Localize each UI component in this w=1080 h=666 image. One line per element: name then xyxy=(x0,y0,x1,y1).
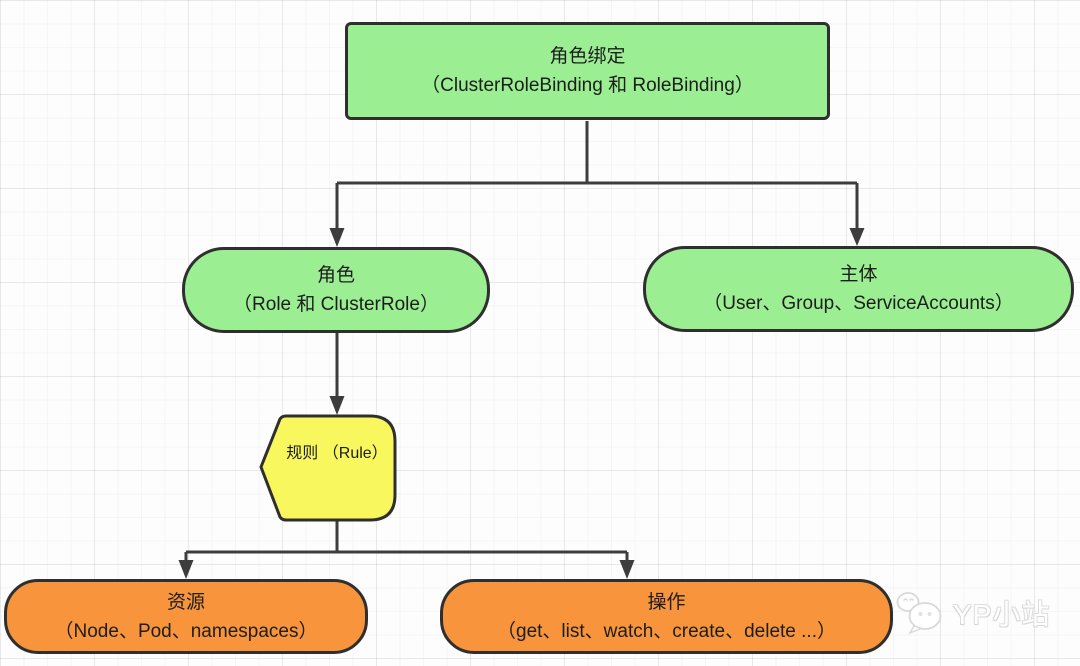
node-operation-title: 操作 xyxy=(647,591,686,613)
watermark: YP小站 xyxy=(896,591,1050,635)
rule-shape xyxy=(259,414,397,522)
arrowhead-resource xyxy=(178,560,194,579)
watermark-text: YP小站 xyxy=(953,599,1051,630)
node-operation-subtitle: （get、list、watch、create、delete ...） xyxy=(497,620,836,642)
node-resource-subtitle: （Node、Pod、namespaces） xyxy=(54,620,318,642)
node-role-binding-title: 角色绑定 xyxy=(549,46,626,67)
node-operation: 操作 （get、list、watch、create、delete ...） xyxy=(440,579,893,654)
node-role-title: 角色 xyxy=(316,265,355,286)
node-role: 角色 （Role 和 ClusterRole） xyxy=(182,247,490,333)
node-rule-subtitle: （Rule） xyxy=(322,445,388,462)
node-subject: 主体 （User、Group、ServiceAccounts） xyxy=(643,246,1074,332)
node-subject-subtitle: （User、Group、ServiceAccounts） xyxy=(703,293,1014,314)
node-subject-title: 主体 xyxy=(839,264,878,285)
node-role-binding: 角色绑定 （ClusterRoleBinding 和 RoleBinding） xyxy=(345,22,830,120)
arrowhead-role xyxy=(329,228,345,247)
node-role-subtitle: （Role 和 ClusterRole） xyxy=(233,294,439,315)
arrowhead-subject xyxy=(849,228,865,246)
node-role-binding-subtitle: （ClusterRoleBinding 和 RoleBinding） xyxy=(421,75,754,96)
edge-lines xyxy=(184,121,859,562)
edge-arrowheads xyxy=(178,228,865,579)
node-rule-title: 规则 xyxy=(286,445,319,462)
node-rule-label: 规则 （Rule） xyxy=(262,440,412,467)
node-resource: 资源 （Node、Pod、namespaces） xyxy=(4,579,368,654)
arrowhead-operation xyxy=(619,560,635,579)
wechat-icon xyxy=(896,592,942,635)
arrowhead-rule xyxy=(329,396,345,415)
node-resource-title: 资源 xyxy=(166,591,205,613)
